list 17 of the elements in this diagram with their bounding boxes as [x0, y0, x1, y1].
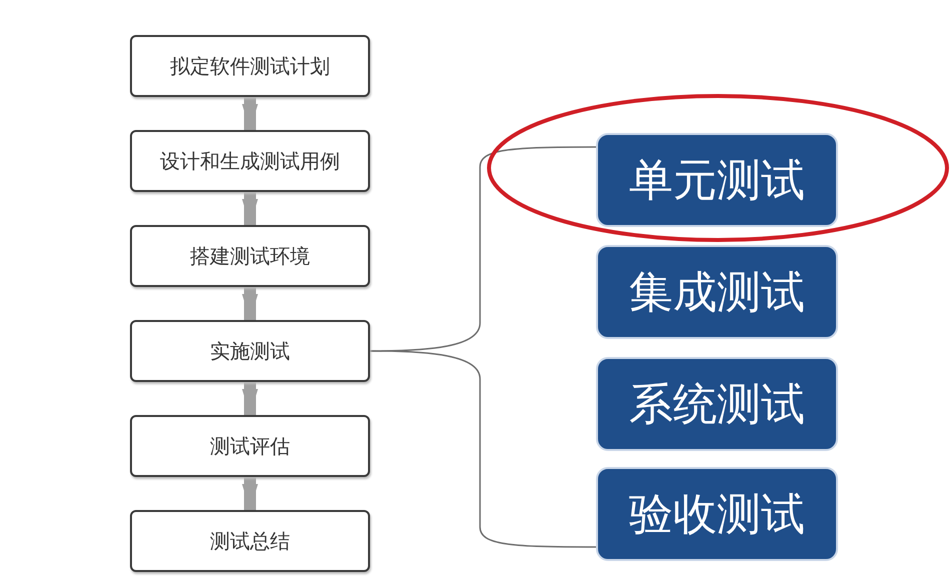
test-level-box: 系统测试: [596, 357, 838, 451]
bracket-line: [370, 350, 596, 548]
bracket-line: [370, 146, 596, 352]
block-arrow: [242, 192, 258, 225]
block-arrow: [242, 97, 258, 130]
test-level-box: 单元测试: [596, 133, 838, 227]
process-box: 设计和生成测试用例: [130, 130, 370, 192]
process-box: 拟定软件测试计划: [130, 35, 370, 97]
test-level-box: 验收测试: [596, 467, 838, 561]
test-level-box: 集成测试: [596, 245, 838, 339]
block-arrow: [242, 382, 258, 415]
process-box: 搭建测试环境: [130, 225, 370, 287]
process-box: 测试评估: [130, 415, 370, 477]
process-box: 实施测试: [130, 320, 370, 382]
process-box: 测试总结: [130, 510, 370, 572]
block-arrow: [242, 287, 258, 320]
block-arrow: [242, 477, 258, 510]
